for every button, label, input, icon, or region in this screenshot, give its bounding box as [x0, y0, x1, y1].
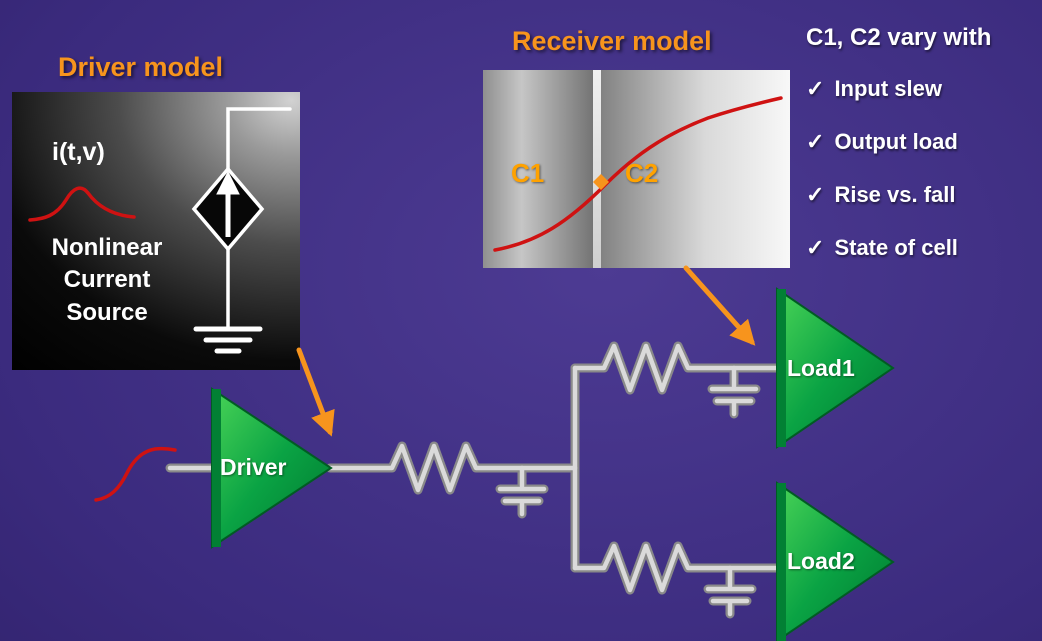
driver-model-title: Driver model	[58, 52, 224, 82]
transfer-curve-line	[493, 96, 783, 252]
receiver-model-arrow	[683, 265, 756, 346]
variation-item: ✓ State of cell	[806, 235, 991, 261]
driver-gate-label: Driver	[220, 454, 287, 480]
panel-divider	[593, 70, 601, 268]
check-icon: ✓	[806, 129, 825, 154]
check-icon: ✓	[806, 76, 825, 101]
variation-label: Input slew	[834, 76, 942, 101]
receiver-transfer-curve	[493, 96, 783, 252]
current-source-symbol	[28, 107, 292, 354]
check-icon: ✓	[806, 235, 825, 260]
input-waveform	[94, 446, 177, 502]
current-source-arrow-icon	[216, 170, 240, 237]
load1-gate	[776, 287, 895, 449]
receiver-model-box: C1 C2	[483, 70, 790, 268]
variation-label: State of cell	[834, 235, 958, 260]
c2-label: C2	[625, 158, 659, 188]
variation-item: ✓ Output load	[806, 129, 991, 155]
variation-item: ✓ Rise vs. fall	[806, 182, 991, 208]
curve-midpoint-diamond-icon	[593, 174, 609, 190]
variation-label: Rise vs. fall	[834, 182, 956, 207]
load2-gate-label: Load2	[787, 548, 855, 574]
current-waveform	[28, 186, 136, 222]
check-icon: ✓	[806, 182, 825, 207]
variation-item: ✓ Input slew	[806, 76, 991, 102]
load1-gate-label: Load1	[787, 355, 855, 381]
current-source-wires	[193, 107, 292, 354]
receiver-model-title: Receiver model	[512, 26, 712, 56]
callout-arrows	[296, 265, 756, 437]
driver-model-box: i(t,v) Nonlinear Current Source	[12, 92, 300, 370]
driver-gate	[211, 387, 333, 549]
current-equation: i(t,v)	[52, 138, 105, 166]
variations-panel: C1, C2 vary with ✓ Input slew ✓ Output l…	[806, 24, 991, 288]
variations-title: C1, C2 vary with	[806, 24, 992, 51]
load2-gate	[776, 481, 895, 641]
driver-model-arrow	[296, 347, 335, 437]
nonlinear-source-caption: Nonlinear Current Source	[51, 234, 163, 326]
variation-label: Output load	[834, 129, 958, 154]
c1-label: C1	[511, 158, 545, 188]
